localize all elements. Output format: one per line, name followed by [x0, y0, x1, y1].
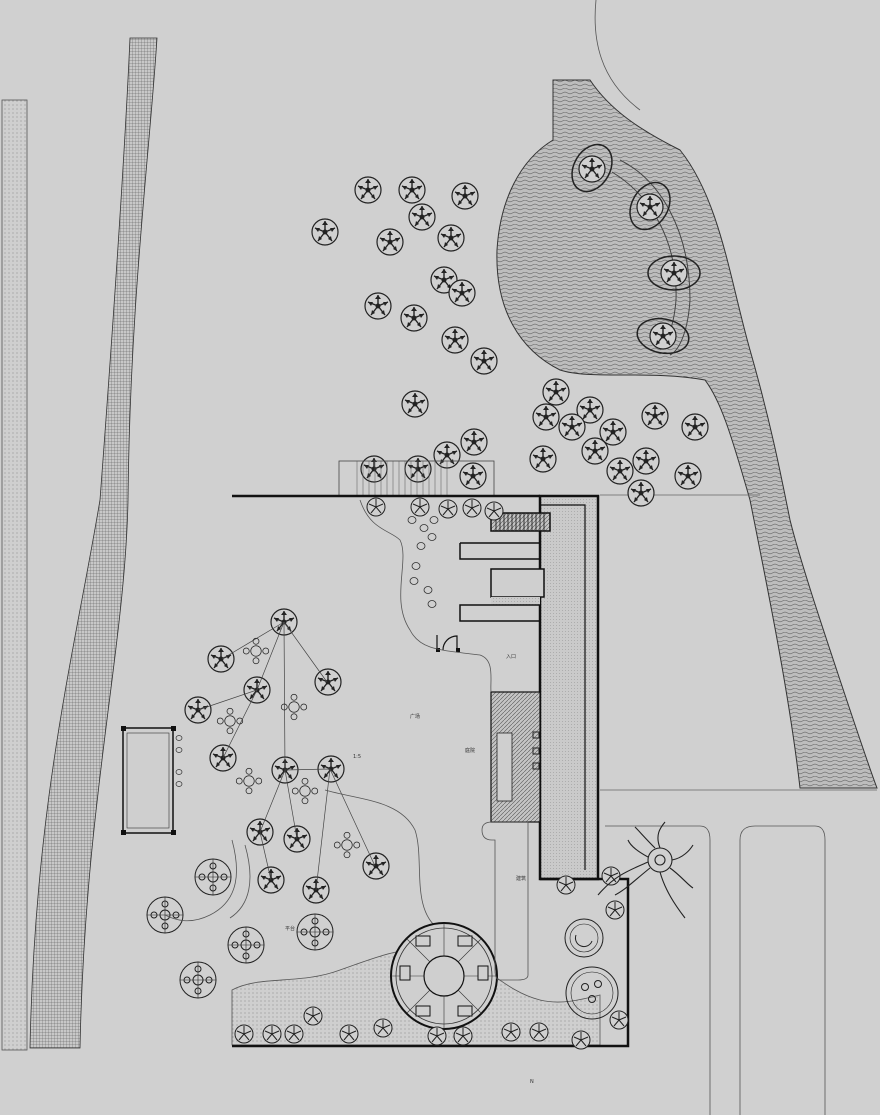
brick-plaza [496, 79, 878, 789]
label-north: N [530, 1079, 534, 1085]
stair [490, 512, 551, 532]
label-d: 平台 [285, 925, 295, 932]
feature-tree-icon [597, 821, 694, 919]
left-sidewalk [1, 99, 28, 1051]
grid-road [29, 37, 158, 1049]
tree-icon [636, 193, 664, 221]
tree-icon [660, 259, 688, 287]
label-c: 入口 [506, 654, 516, 660]
building-east-wing [538, 494, 600, 881]
label-b: 庭院 [465, 747, 475, 754]
tree-icon [649, 322, 677, 350]
tree-cluster-north [311, 176, 498, 490]
label-a: 广场 [410, 713, 420, 720]
label-scale: 1:5 [353, 754, 361, 760]
label-e: 建筑 [516, 875, 526, 882]
tree-cluster-east [529, 378, 709, 507]
pavilion [122, 727, 174, 834]
round-pavilion [390, 922, 498, 1030]
tree-icon [578, 155, 606, 183]
